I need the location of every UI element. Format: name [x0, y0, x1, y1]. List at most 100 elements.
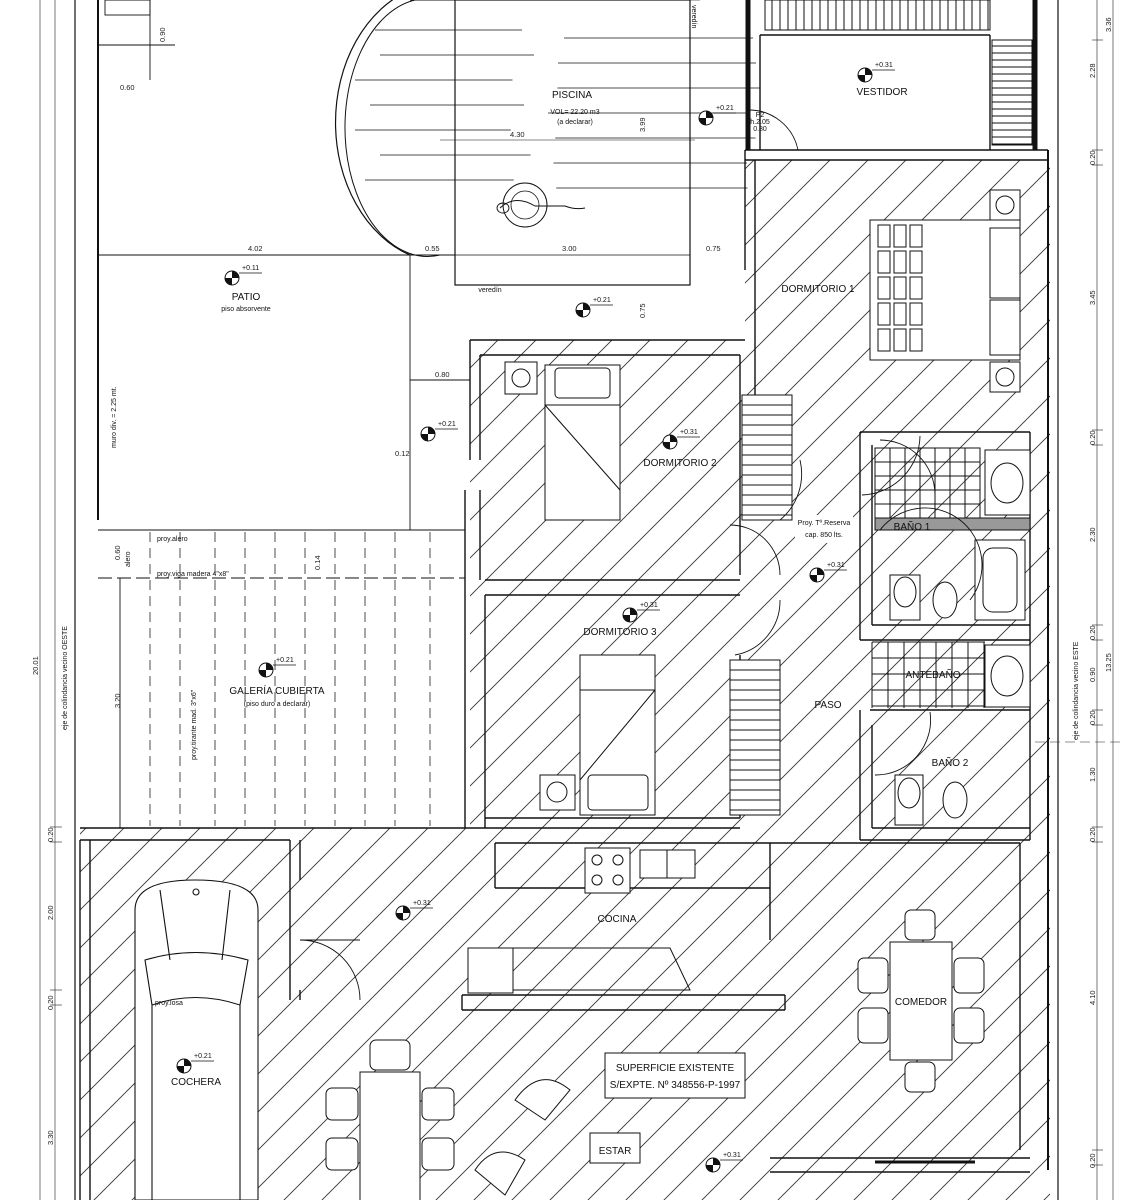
hatch-line — [575, 160, 1050, 1200]
level-marker-cocina: +0.31 — [395, 900, 433, 921]
quilt-cell — [909, 328, 923, 352]
dim-012: 0.12 — [395, 449, 410, 458]
galeria-beams — [149, 532, 431, 826]
level-marker-cochera: +0.21 — [176, 1053, 214, 1074]
quilt-cell — [877, 328, 891, 352]
dim-080: 0.80 — [435, 370, 450, 379]
level-value: +0.31 — [875, 62, 893, 69]
level-value: +0.31 — [640, 602, 658, 609]
cochera-label: COCHERA — [171, 1077, 221, 1088]
level-value: +0.11 — [242, 265, 259, 272]
dim-402: 4.02 — [248, 244, 263, 253]
level-marker-vereda: +0.21 — [575, 297, 613, 318]
vestidor-shelves — [764, 0, 1033, 146]
level-value: +0.31 — [723, 1152, 741, 1159]
dim-075a: 0.75 — [706, 244, 721, 253]
superficie-line2: S/EXPTE. Nº 348556-P-1997 — [610, 1080, 741, 1091]
antebano-label: ANTEBAÑO — [905, 668, 960, 681]
dim-300: 3.00 — [562, 244, 577, 253]
dim-r020e: 0.20 — [1088, 827, 1097, 842]
dim-r020b: 0.20 — [1088, 430, 1097, 445]
estar-box — [589, 1132, 641, 1164]
dim-l020b: 0.20 — [46, 995, 55, 1010]
dim-r130: 1.30 — [1088, 767, 1097, 782]
dimension-axes — [39, 0, 1123, 1200]
quilt-cell — [877, 224, 891, 248]
bath-fixtures — [871, 447, 1031, 826]
hatch-line — [613, 160, 1050, 1200]
vestidor-label: VESTIDOR — [856, 87, 907, 98]
piscina-label: PISCINA — [552, 90, 592, 101]
eje-este: eje de colindancia vecino ESTE — [1073, 641, 1080, 740]
hatch-line — [0, 0, 78, 1200]
dim-014: 0.14 — [313, 555, 322, 570]
superficie-box — [604, 1052, 746, 1099]
galeria-label: GALERÍA CUBIERTA — [229, 684, 325, 697]
hatch-line — [0, 0, 40, 1200]
dorm1-bed — [869, 189, 1021, 393]
dim-r020d: 0.20 — [1088, 710, 1097, 725]
comedor-table — [857, 909, 985, 1093]
quilt-cell — [893, 302, 907, 326]
door-p2-w: 0.80 — [753, 126, 767, 133]
dorm2-bed — [504, 361, 621, 521]
dim-l330: 3.30 — [46, 1130, 55, 1145]
door-p2-h: h.2.05 — [750, 119, 770, 126]
hatch-line — [803, 160, 1050, 1200]
dim-060b: 0.60 — [113, 545, 122, 560]
quilt-cell — [877, 302, 891, 326]
hatch-line — [80, 160, 155, 1200]
hatch-line — [1031, 160, 1050, 1200]
level-value: +0.21 — [438, 421, 456, 428]
quilt-cell — [909, 224, 923, 248]
dim-399: 3.99 — [638, 117, 647, 132]
patio-boundary — [98, 0, 470, 828]
dim-075b: 0.75 — [638, 303, 647, 318]
level-value: +0.31 — [680, 429, 698, 436]
level-value: +0.21 — [593, 297, 611, 304]
dim-r090: 0.90 — [1088, 667, 1097, 682]
hatch-line — [461, 160, 1050, 1200]
pool — [334, 0, 760, 286]
tanque-line2: cap. 850 lts. — [805, 532, 843, 539]
dim-r336: 3.36 — [1104, 17, 1113, 32]
level-marker-patio: +0.11 — [224, 265, 262, 286]
dim-l200: 2.00 — [46, 905, 55, 920]
dim-090: 0.90 — [158, 27, 167, 42]
dim-r020c: 0.20 — [1088, 625, 1097, 640]
tanque-line1: Proy. Tº.Reserva — [798, 520, 851, 527]
piscina-vol: VOL= 22.20 m3 — [550, 109, 599, 116]
tank-box — [795, 515, 853, 543]
bano1-label: BAÑO 1 — [894, 520, 931, 533]
bano2-label: BAÑO 2 — [932, 756, 969, 769]
property-lines — [74, 0, 1059, 1200]
dim-r-total: 13.25 — [1104, 653, 1113, 672]
superficie-line1: SUPERFICIE EXISTENTE — [616, 1063, 735, 1074]
quilt-cell — [909, 250, 923, 274]
proy-viga: proy.viga madera 4"x8" — [157, 571, 229, 578]
dim-r020a: 0.20 — [1088, 150, 1097, 165]
alero-note: alero — [125, 551, 132, 567]
level-marker-piscina: +0.21 — [698, 105, 736, 126]
quilt-cell — [893, 328, 907, 352]
labels: PISCINA VOL= 22.20 m3 (a declarar) VESTI… — [62, 5, 1080, 1157]
kitchen-fixtures — [467, 847, 696, 994]
proy-tirante: proy.tirante mad. 3"x6" — [191, 689, 198, 760]
car — [134, 879, 259, 1200]
muro-note: muro div. = 2.25 mt. — [111, 386, 118, 448]
paso-label: PASO — [814, 700, 841, 711]
vereda-label-2: veredín — [690, 5, 697, 28]
dim-l020a: 0.20 — [46, 827, 55, 842]
dim-060a: 0.60 — [120, 83, 135, 92]
level-value: +0.21 — [194, 1053, 212, 1060]
dim-r410: 4.10 — [1088, 990, 1097, 1005]
quilt-cell — [893, 250, 907, 274]
hatch-line — [0, 0, 2, 1200]
galeria-note: (piso duro a declarar) — [244, 701, 311, 708]
estar-table — [325, 1039, 571, 1200]
level-value: +0.21 — [276, 657, 294, 664]
hatch-line — [157, 160, 1050, 1200]
dim-430: 4.30 — [510, 130, 525, 139]
dorm3-bed — [539, 654, 656, 816]
dim-055: 0.55 — [425, 244, 440, 253]
